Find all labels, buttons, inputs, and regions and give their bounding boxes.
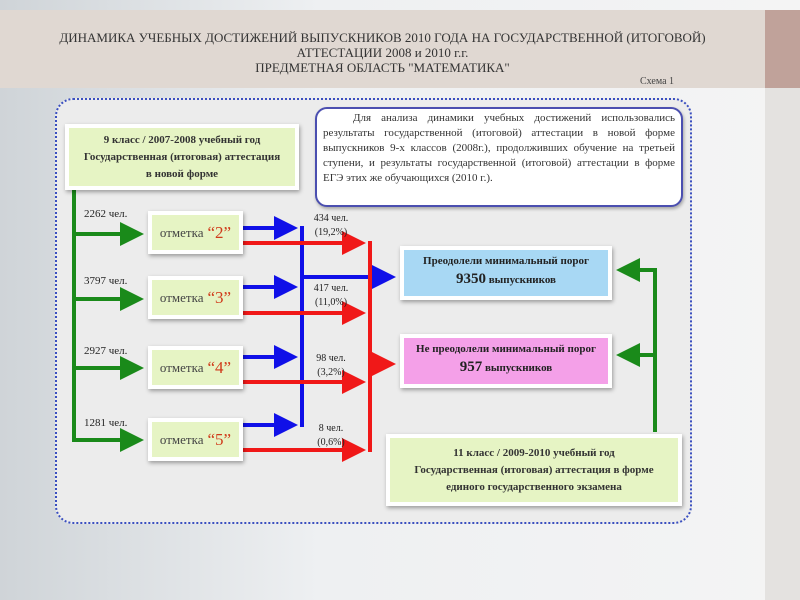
- grade-3-fail: 417 чел. (11,0%): [306, 282, 356, 310]
- grade-4-fail: 98 чел. (3,2%): [306, 352, 356, 380]
- fail-count: 98 чел.: [316, 353, 346, 364]
- title-line-3: ПРЕДМЕТНАЯ ОБЛАСТЬ "МАТЕМАТИКА": [255, 60, 510, 75]
- slide-title: ДИНАМИКА УЧЕБНЫХ ДОСТИЖЕНИЙ ВЫПУСКНИКОВ …: [0, 30, 765, 75]
- grade-label: отметка: [159, 289, 204, 305]
- failed-title: Не преодолели минимальный порог: [416, 343, 596, 355]
- passed-box: Преодолели минимальный порог 9350 выпуск…: [400, 246, 612, 300]
- end-box-line: Государственная (итоговая) аттестация в …: [414, 463, 654, 476]
- fail-pct: (19,2%): [314, 227, 348, 238]
- title-line-1: ДИНАМИКА УЧЕБНЫХ ДОСТИЖЕНИЙ ВЫПУСКНИКОВ …: [59, 30, 706, 45]
- failed-value: 957: [459, 359, 483, 375]
- grade-3-box: отметка“3”: [148, 276, 243, 319]
- header-band: [0, 10, 765, 88]
- explanation-note: Для анализа динамики учебных достижений …: [315, 107, 683, 207]
- grade-value: “3”: [207, 287, 232, 307]
- grade-3-count: 3797 чел.: [84, 275, 128, 287]
- grade-5-box: отметка“5”: [148, 418, 243, 461]
- end-box-line: 11 класс / 2009-2010 учебный год: [453, 446, 615, 459]
- fail-pct: (11,0%): [314, 297, 348, 308]
- start-box-9-class: 9 класс / 2007-2008 учебный год Государс…: [65, 124, 299, 190]
- end-box-11-class: 11 класс / 2009-2010 учебный год Государ…: [386, 434, 682, 506]
- start-box-line: в новой форме: [145, 167, 219, 180]
- grade-2-fail: 434 чел. (19,2%): [306, 212, 356, 240]
- title-line-2: АТТЕСТАЦИИ 2008 и 2010 г.г.: [296, 45, 469, 60]
- passed-value: 9350: [455, 271, 486, 287]
- grade-5-fail: 8 чел. (0,6%): [306, 422, 356, 450]
- start-box-line: Государственная (итоговая) аттестация: [83, 150, 281, 163]
- grade-label: отметка: [159, 431, 204, 447]
- grade-5-count: 1281 чел.: [84, 417, 128, 429]
- grade-label: отметка: [159, 359, 204, 375]
- passed-unit: выпускников: [488, 274, 557, 286]
- failed-box: Не преодолели минимальный порог 957 выпу…: [400, 334, 612, 388]
- side-strip: [765, 88, 800, 600]
- grade-2-count: 2262 чел.: [84, 208, 128, 220]
- grade-4-count: 2927 чел.: [84, 345, 128, 357]
- end-box-line: единого государственного экзамена: [446, 480, 622, 493]
- fail-count: 434 чел.: [313, 213, 349, 224]
- header-accent: [765, 10, 800, 88]
- grade-value: “5”: [207, 429, 232, 449]
- fail-count: 417 чел.: [313, 283, 349, 294]
- grade-value: “2”: [207, 222, 232, 242]
- passed-title: Преодолели минимальный порог: [423, 255, 589, 267]
- fail-pct: (3,2%): [317, 367, 345, 378]
- grade-label: отметка: [159, 224, 204, 240]
- fail-pct: (0,6%): [317, 437, 345, 448]
- failed-unit: выпускников: [484, 362, 553, 374]
- grade-value: “4”: [207, 357, 232, 377]
- grade-2-box: отметка“2”: [148, 211, 243, 254]
- fail-count: 8 чел.: [318, 423, 344, 434]
- scheme-label: Схема 1: [640, 76, 675, 87]
- grade-4-box: отметка“4”: [148, 346, 243, 389]
- start-box-line: 9 класс / 2007-2008 учебный год: [103, 133, 261, 146]
